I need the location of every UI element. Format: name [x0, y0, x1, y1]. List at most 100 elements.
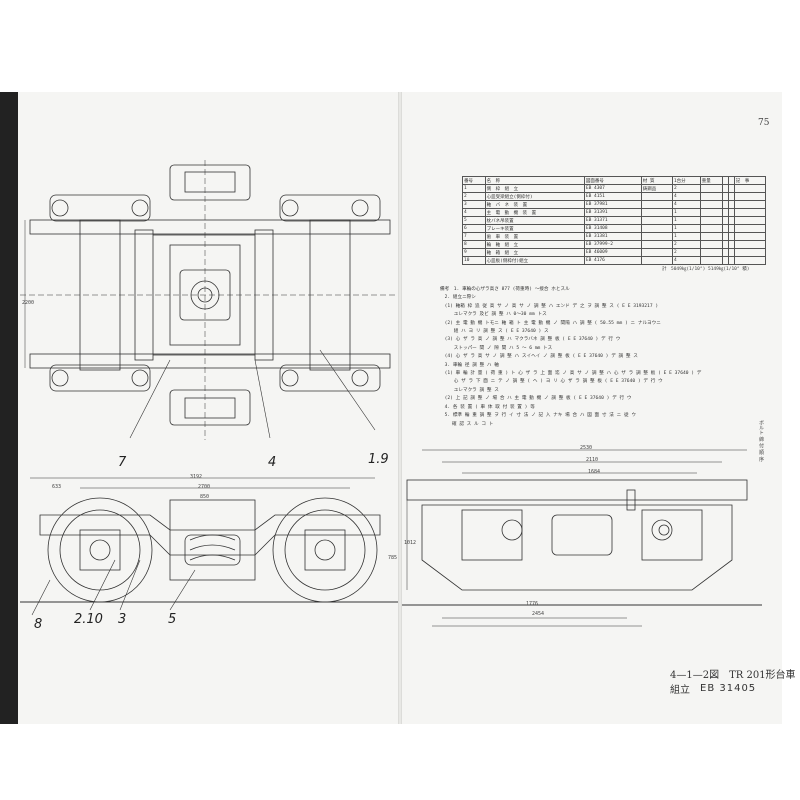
dim-end-height: 1012: [404, 540, 417, 546]
note-line: (4) 心 ザ ラ 高 サ ノ 調 整 ハ スイヘイ ノ 調 整 板 ( E E…: [440, 354, 638, 360]
document-code: EB 31405: [700, 683, 757, 694]
table-cell: [640, 224, 673, 233]
table-cell: 4: [671, 256, 701, 265]
callout-5: 5: [168, 612, 177, 627]
table-header-cell: 記 事: [733, 176, 767, 185]
end-view-drawing: [402, 449, 762, 627]
notes-block: 備考 1. 車輪の心ザラ高さ 877 (荷重時) 〜接合 ホとスル 2. 組立ニ…: [440, 286, 760, 429]
table-cell: [699, 200, 724, 209]
page-number: 75: [758, 118, 770, 128]
table-cell: [640, 240, 673, 249]
table-cell: [699, 184, 724, 193]
dim-end-bottom-a: 1776: [526, 601, 539, 607]
table-cell: 4: [671, 200, 701, 209]
dim-end-bottom-b: 2454: [532, 611, 545, 617]
table-cell: [733, 240, 767, 249]
table-cell: [699, 216, 724, 225]
table-cell: [733, 216, 767, 225]
table-cell: EB 37981: [583, 200, 642, 209]
table-cell: EB 37999-2: [583, 240, 642, 249]
table-cell: 4: [462, 208, 486, 217]
plan-view-drawing: [20, 160, 398, 440]
note-line: 組 ハ ヨ リ 調 整 ス ( E E 37640 ) ス: [440, 329, 549, 335]
table-cell: 心皿板(側枠付)組立: [484, 256, 585, 265]
side-elevation-drawing: [20, 477, 398, 616]
table-cell: 3: [462, 200, 486, 209]
table-cell: 枕バネ吊装置: [484, 216, 585, 225]
note-line: ユレマクラ 調 整 ス: [440, 387, 499, 393]
book-spine: [398, 92, 402, 724]
callout-2-10: 2.10: [74, 612, 103, 627]
parts-footnote: 計 5049㎏(1/10°) 5149㎏(1/10° 積): [662, 267, 750, 272]
note-line: (3) 心 ザ ラ 高 ノ 調 整 ハ マクラバネ 調 整 板 ( E E 37…: [440, 337, 621, 343]
table-cell: [722, 256, 730, 265]
table-cell: [699, 248, 724, 257]
table-cell: [699, 232, 724, 241]
dim-plan-side-a: 2700: [198, 484, 211, 490]
table-cell: EB 46009: [583, 248, 642, 257]
left-page: [18, 92, 400, 724]
figure-caption: 4—1—2図 TR 201形台車組立: [670, 670, 796, 696]
callout-1-9: 1.9: [368, 452, 389, 467]
table-cell: [640, 256, 673, 265]
table-cell: [733, 224, 767, 233]
table-cell: 1: [671, 216, 701, 225]
table-cell: [640, 208, 673, 217]
note-line: 3. 車輪 径 調 整 ハ 軸: [440, 362, 499, 368]
table-cell: [733, 208, 767, 217]
note-line: 5. 標準 輪 重 調 整 ヲ 行 イ 寸 法 ノ 記 入 ナキ 場 合 ハ 図…: [440, 413, 636, 419]
table-cell: [699, 256, 724, 265]
dim-plan-side-b: 850: [200, 494, 210, 500]
table-cell: EB 4307: [583, 184, 642, 193]
table-cell: [733, 200, 767, 209]
table-cell: 歯 車 装 置: [484, 232, 585, 241]
table-cell: [733, 248, 767, 257]
table-cell: 1: [462, 184, 486, 193]
table-header-cell: 重量: [699, 176, 724, 185]
table-cell: [640, 232, 673, 241]
dim-plan-offset: 633: [52, 484, 62, 490]
table-cell: [733, 184, 767, 193]
note-line: (2) 上 記 調 整 ノ 場 合 ハ 主 電 動 機 ノ 調 整 板 ( E …: [440, 396, 632, 402]
book-edge: [0, 92, 20, 724]
table-header-cell: 名 称: [484, 176, 585, 185]
table-cell: 軸 バ ネ 装 置: [484, 200, 585, 209]
note-line: ストッパー 間 ノ 隙 間 ハ 5 〜 6 mm トス: [440, 345, 553, 351]
callout-8: 8: [34, 617, 43, 632]
table-cell: 軸 箱 組 立: [484, 248, 585, 257]
table-cell: 7: [462, 232, 486, 241]
side-note: ボルト 締 付 順 序: [758, 420, 764, 462]
table-cell: 1: [671, 232, 701, 241]
table-cell: 2: [462, 192, 486, 201]
dim-plan-width: 2200: [22, 300, 35, 306]
note-line: 備考 1. 車輪の心ザラ高さ 877 (荷重時) 〜接合 ホとスル: [440, 287, 570, 292]
table-cell: ブレーキ装置: [484, 224, 585, 233]
table-cell: [699, 224, 724, 233]
table-cell: 2: [671, 184, 701, 193]
table-cell: [699, 240, 724, 249]
table-cell: 5: [462, 216, 486, 225]
note-line: 2. 組立ニ際シ: [440, 295, 476, 301]
note-line: (2) 主 電 動 機 トモニ 軸 箱 ト 主 電 動 機 ノ 間隔 ハ 調 整…: [440, 320, 661, 326]
note-line: ユレマクラ 及ビ 調 整 ハ 0〜30 mm トス: [440, 312, 547, 318]
table-cell: 鋳鋼品: [640, 184, 673, 193]
table-cell: EB 4151: [583, 192, 642, 201]
note-line: (1) 軸箱 枠 追 従 高 サ ノ 高 サ ノ 調 整 ハ エンド デ 之 ヲ…: [440, 303, 659, 309]
table-cell: 1: [671, 224, 701, 233]
table-cell: 輪 軸 組 立: [484, 240, 585, 249]
table-cell: [699, 192, 724, 201]
callout-3: 3: [118, 612, 127, 627]
dim-end-mid: 2110: [586, 457, 599, 463]
table-cell: [640, 200, 673, 209]
table-cell: [699, 208, 724, 217]
table-cell: 心皿受梁組立(側枠付): [484, 192, 585, 201]
table-cell: 10: [462, 256, 486, 265]
table-header-cell: 材 質: [640, 176, 673, 185]
table-cell: EB 31371: [583, 216, 642, 225]
